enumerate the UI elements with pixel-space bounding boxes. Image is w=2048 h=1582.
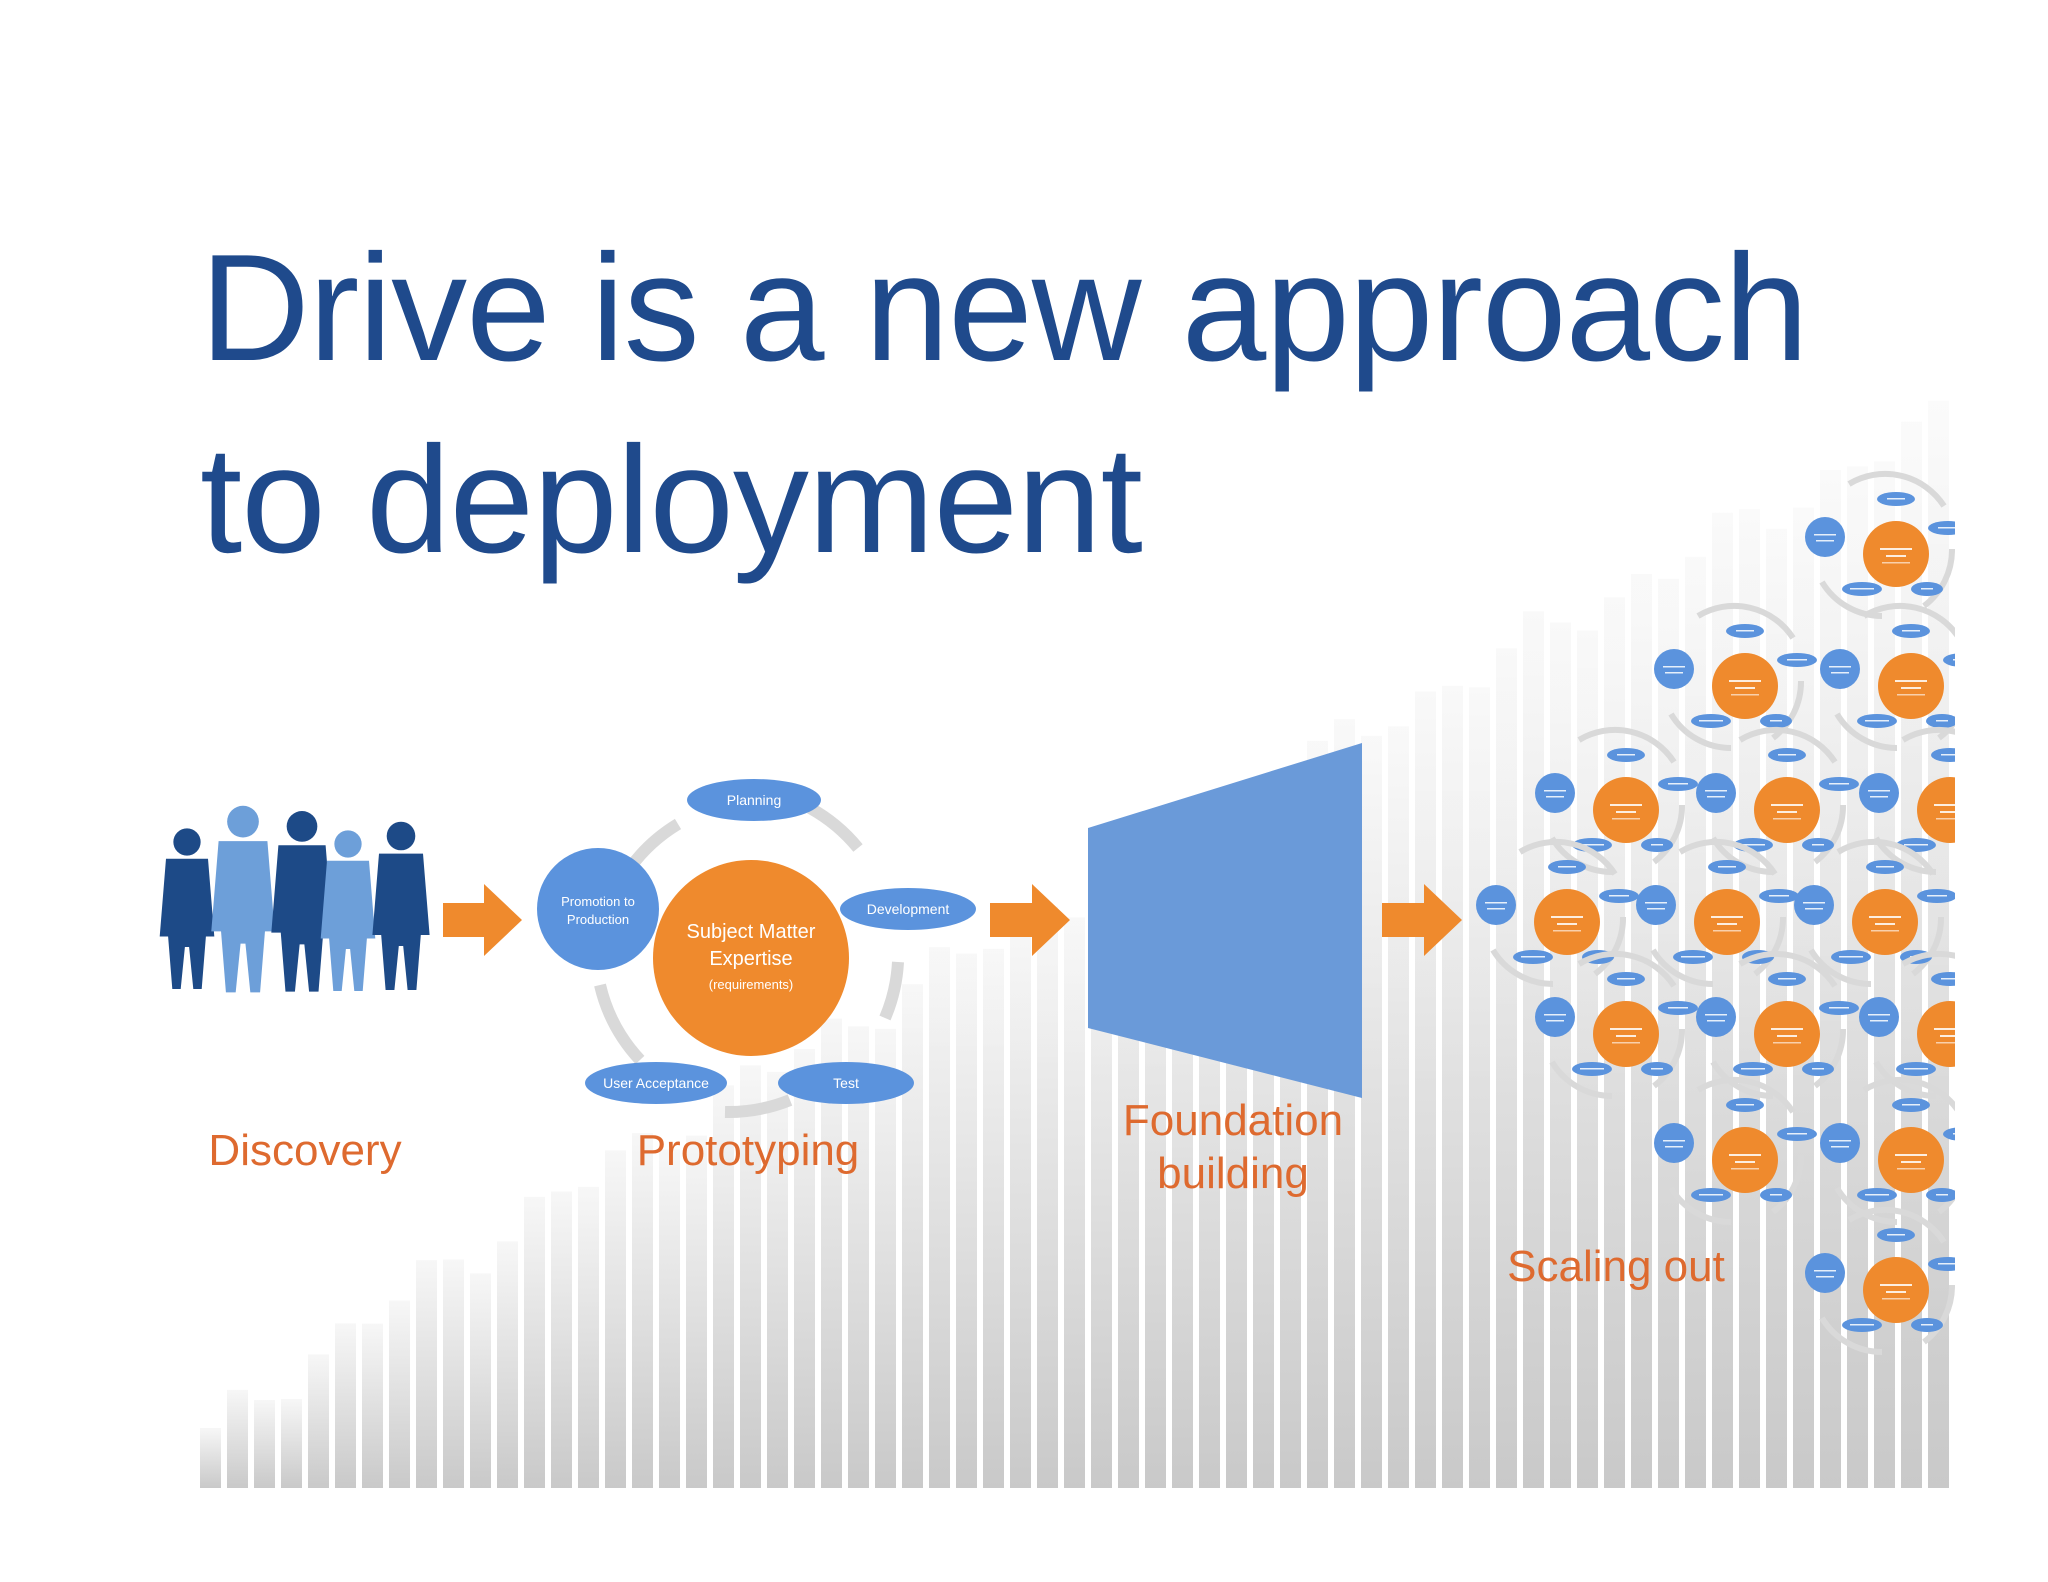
background-bar: [281, 1399, 302, 1488]
background-bar: [443, 1259, 464, 1488]
background-bar: [632, 1133, 653, 1488]
stage-scaling-out: Scaling out: [1507, 1242, 1725, 1291]
stage-foundation-line-1: Foundation: [1123, 1096, 1343, 1145]
promotion-line-2: Production: [567, 912, 629, 927]
background-bar: [335, 1323, 356, 1488]
background-bar: [659, 1149, 680, 1488]
promotion-circle: [537, 848, 659, 970]
user-acceptance-label: User Acceptance: [603, 1075, 709, 1091]
center-line-1: Subject Matter: [687, 921, 816, 943]
background-bar: [740, 1065, 761, 1488]
arrow-right-icon: [990, 884, 1070, 956]
subject-matter-circle: [653, 860, 849, 1056]
stage-discovery: Discovery: [208, 1126, 401, 1175]
planning-node: [687, 779, 821, 821]
background-bar: [389, 1300, 410, 1488]
background-bar: [524, 1196, 545, 1488]
background-bar: [362, 1323, 383, 1488]
background-bar: [470, 1273, 491, 1488]
background-bar: [497, 1241, 518, 1488]
scaling-cluster: [1476, 474, 2022, 1352]
arrow-right-icon: [1382, 884, 1462, 956]
background-bar: [227, 1389, 248, 1488]
background-bar: [848, 1026, 869, 1488]
background-bar: [875, 1028, 896, 1488]
stage-prototyping: Prototyping: [637, 1126, 860, 1175]
test-label: Test: [833, 1075, 859, 1091]
prototyping-cycle: Subject Matter Expertise (requirements) …: [537, 779, 976, 1119]
development-node: [840, 888, 976, 930]
planning-label: Planning: [727, 792, 782, 808]
test-node: [778, 1062, 914, 1104]
title-line-2: to deployment: [200, 415, 1143, 585]
stage-foundation-line-2: building: [1157, 1149, 1309, 1198]
background-bar: [254, 1399, 275, 1488]
background-bar: [902, 984, 923, 1488]
promotion-line-1: Promotion to: [561, 894, 635, 909]
background-bar: [767, 1071, 788, 1488]
background-bar: [605, 1150, 626, 1488]
people-icon: [159, 805, 430, 993]
arrow-right-icon: [443, 884, 522, 956]
background-bar: [551, 1191, 572, 1488]
background-bar: [200, 1428, 221, 1488]
funnel-shape: [1088, 743, 1362, 1098]
background-bar: [686, 1135, 707, 1488]
development-label: Development: [867, 901, 950, 917]
background-bar: [416, 1260, 437, 1488]
user-acceptance-node: [585, 1062, 727, 1104]
center-line-2: Expertise: [709, 948, 792, 970]
title-line-1: Drive is a new approach: [200, 223, 1809, 393]
background-bar: [578, 1186, 599, 1488]
slide-title: Drive is a new approach to deployment: [200, 212, 1809, 596]
background-bar: [308, 1354, 329, 1488]
background-bar: [794, 1048, 815, 1488]
background-bar: [713, 1085, 734, 1488]
center-line-3: (requirements): [709, 977, 794, 992]
background-bar: [821, 1018, 842, 1488]
